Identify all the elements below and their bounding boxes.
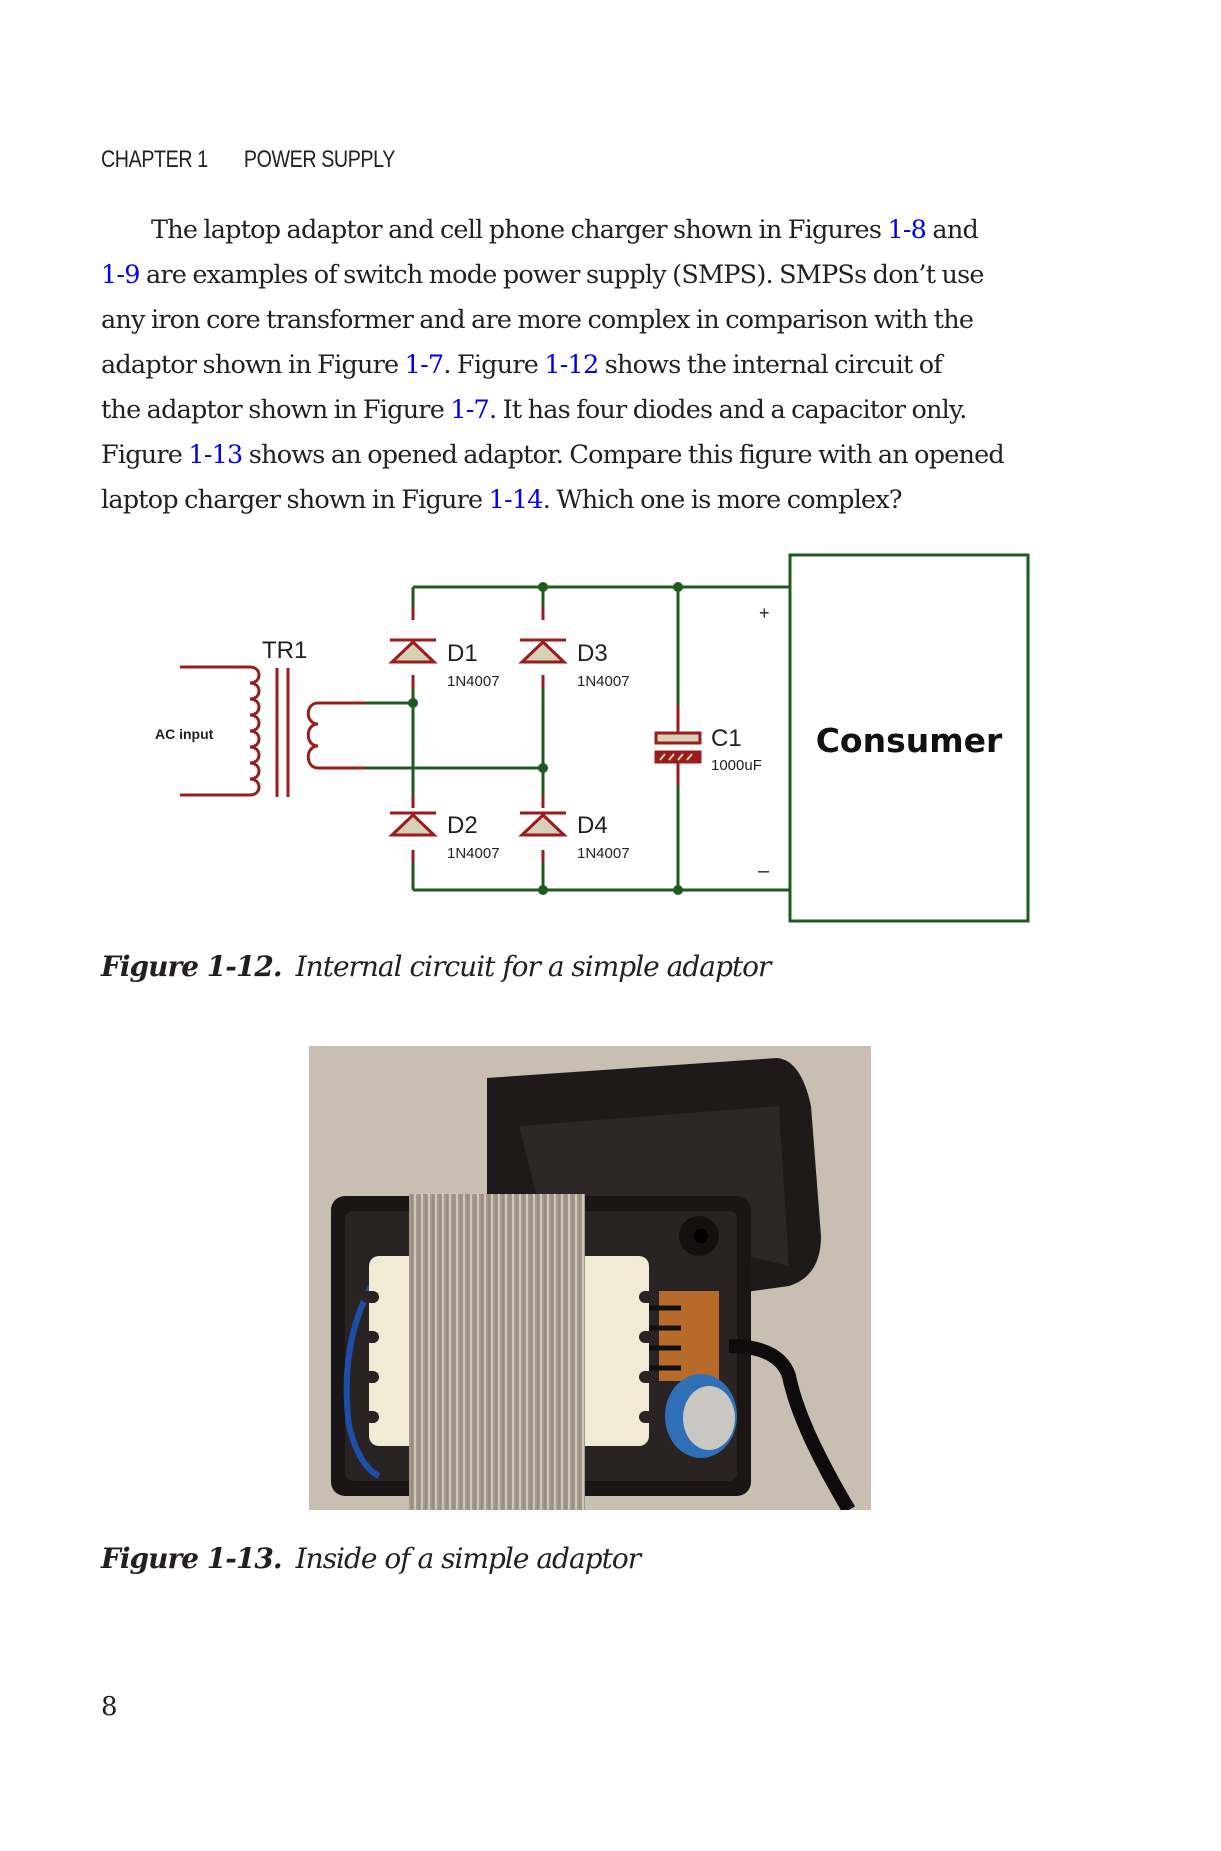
page-number: 8 — [101, 1692, 118, 1722]
figure-cross-reference-link[interactable]: 1-12 — [544, 350, 599, 380]
figure-cross-reference-link[interactable]: 1-7 — [404, 350, 444, 380]
junction-dot — [538, 763, 548, 773]
text-run: The laptop adaptor and cell phone charge… — [151, 215, 888, 245]
text-run: shows the internal circuit of — [598, 350, 943, 380]
figure-1-13-caption-label: Figure 1-13. — [101, 1542, 283, 1575]
text-run: the adaptor shown in Figure — [101, 395, 451, 425]
capacitor-c1-symbol — [654, 731, 702, 764]
text-run: shows an opened adaptor. Compare this fi… — [242, 440, 1005, 470]
text-run: are examples of switch mode power supply… — [139, 260, 984, 290]
diode-d4-symbol — [518, 811, 568, 837]
power-cord — [728, 1339, 856, 1510]
junction-dot — [673, 885, 683, 895]
diode-d2-label: D2 — [447, 812, 478, 839]
figure-1-12-caption-label: Figure 1-12. — [101, 950, 283, 983]
running-head: CHAPTER 1 POWER SUPPLY — [101, 146, 395, 174]
transformer-tr1-symbol — [180, 665, 325, 797]
plus-terminal-label: + — [759, 603, 770, 623]
junction-dot — [538, 885, 548, 895]
text-line: Figure 1-13 shows an opened adaptor. Com… — [101, 433, 1101, 478]
capacitor-label: C1 — [711, 725, 742, 752]
diode-d1-symbol — [388, 638, 438, 664]
diode-d2-part: 1N4007 — [447, 845, 500, 862]
text-line: adaptor shown in Figure 1-7. Figure 1-12… — [101, 343, 1101, 388]
figure-1-13-caption: Figure 1-13. Inside of a simple adaptor — [101, 1542, 641, 1575]
text-line: 1-9 are examples of switch mode power su… — [101, 253, 1101, 298]
capacitor-value: 1000uF — [711, 757, 762, 774]
consumer-load-box — [788, 553, 1030, 923]
ac-input-label: AC input — [155, 726, 214, 742]
text-run: any iron core transformer and are more c… — [101, 305, 974, 335]
figure-cross-reference-link[interactable]: 1-14 — [488, 485, 544, 515]
chapter-title: POWER SUPPLY — [243, 146, 396, 173]
figure-1-13-caption-text: Inside of a simple adaptor — [295, 1542, 641, 1575]
minus-terminal-label: – — [758, 860, 770, 882]
text-run: . It has four diodes and a capacitor onl… — [488, 395, 967, 425]
text-run: adaptor shown in Figure — [101, 350, 405, 380]
junction-dot — [673, 582, 683, 592]
figure-cross-reference-link[interactable]: 1-13 — [188, 440, 243, 470]
figure-cross-reference-link[interactable]: 1-7 — [450, 395, 489, 425]
diode-d1-label: D1 — [447, 640, 478, 667]
transformer-core — [409, 1194, 585, 1510]
text-line: The laptop adaptor and cell phone charge… — [101, 208, 1101, 253]
diode-d3-part: 1N4007 — [577, 673, 630, 690]
diode-d2-symbol — [388, 811, 438, 837]
consumer-label: Consumer — [816, 721, 1003, 760]
junction-dot — [538, 582, 548, 592]
figure-1-12-caption-text: Internal circuit for a simple adaptor — [295, 950, 772, 983]
text-line: any iron core transformer and are more c… — [101, 298, 1101, 343]
transformer-label: TR1 — [262, 637, 307, 664]
diode-d4-part: 1N4007 — [577, 845, 630, 862]
figure-cross-reference-link[interactable]: 1-8 — [887, 215, 927, 245]
circuit-diagram: TR1 AC input D1 1N4007 D2 1N4007 D3 1N40… — [155, 553, 1030, 923]
text-run: Figure — [101, 440, 189, 470]
diode-d3-symbol — [518, 638, 568, 664]
text-line: laptop charger shown in Figure 1-14. Whi… — [101, 478, 1101, 523]
text-line: the adaptor shown in Figure 1-7. It has … — [101, 388, 1101, 433]
diode-d4-label: D4 — [577, 812, 608, 839]
text-run: laptop charger shown in Figure — [101, 485, 489, 515]
text-run: and — [926, 215, 978, 245]
diode-d1-part: 1N4007 — [447, 673, 500, 690]
diode-d3-label: D3 — [577, 640, 608, 667]
body-paragraph: The laptop adaptor and cell phone charge… — [101, 208, 1101, 523]
chapter-number: CHAPTER 1 — [101, 146, 208, 173]
text-run: . Which one is more complex? — [542, 485, 903, 515]
blue-wire — [343, 1284, 381, 1479]
junction-dot — [408, 698, 418, 708]
adaptor-photo — [309, 1046, 871, 1510]
text-run: . Figure — [443, 350, 545, 380]
figure-1-12-caption: Figure 1-12. Internal circuit for a simpl… — [101, 950, 772, 983]
figure-cross-reference-link[interactable]: 1-9 — [101, 260, 140, 290]
